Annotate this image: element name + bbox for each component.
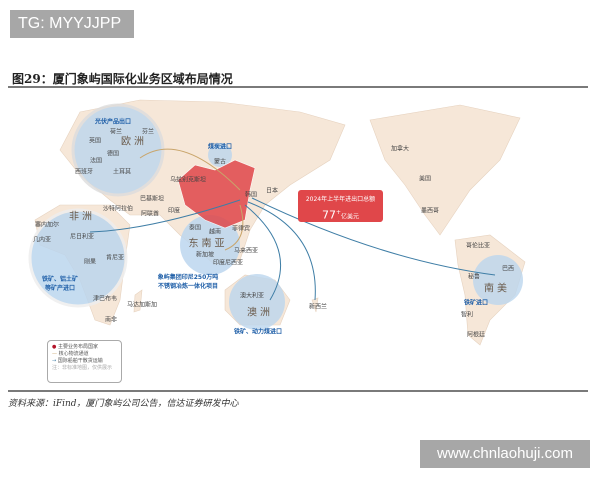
callout-africa: 铁矿、铝土矿等矿产进口 (41, 276, 78, 292)
title-rule (8, 86, 588, 88)
country-label: 乌兹别克斯坦 (169, 176, 207, 184)
region-oceania: 澳洲 (247, 307, 273, 319)
source-note: 资料来源：iFind，厦门象屿公司公告，信达证券研发中心 (8, 399, 239, 409)
country-label: 墨西哥 (420, 207, 440, 215)
logistics-arrows (89, 148, 496, 301)
line-icon: — (52, 351, 57, 357)
legend-item: 主要业务布局国家 (57, 344, 98, 350)
region-europe: 欧洲 (121, 136, 147, 148)
country-label: 刚果 (83, 258, 97, 266)
country-label: 菲律宾 (231, 225, 251, 233)
country-label: 泰国 (188, 224, 202, 232)
trade-total-box: 2024年上半年进出口总额 77+亿美元 (298, 190, 383, 222)
trade-total-sup: + (335, 209, 341, 216)
route-europe (139, 148, 241, 191)
source-rule (8, 390, 588, 392)
legend-note: 注：非标准地图，仅供展示 (52, 365, 113, 371)
region-africa: 非洲 (69, 211, 95, 223)
country-label: 新加坡 (195, 251, 215, 259)
callout-sea: 象屿集团印尼250万吨不锈钢冶炼一体化项目 (157, 274, 219, 290)
country-label: 巴基斯坦 (139, 195, 165, 203)
figure-title: 图29：厦门象屿国际化业务区域布局情况 (12, 72, 233, 86)
country-label: 荷兰 (109, 128, 123, 136)
map-legend: ● 主要业务布局国家 — 核心物流通道 → 国际船舶干散货运输 注：非标准地图，… (47, 340, 122, 383)
country-label: 芬兰 (141, 128, 155, 136)
trade-total-label: 2024年上半年进出口总额 (305, 196, 376, 203)
region-samerica: 南美 (484, 283, 510, 295)
madagascar-land (133, 289, 143, 313)
country-label: 美国 (418, 175, 432, 183)
country-label: 土耳其 (112, 168, 132, 176)
pin-icon: ● (52, 344, 57, 350)
country-label: 塞内加尔 (34, 221, 60, 229)
trade-total-value: 77 (321, 208, 336, 222)
mongolia-circle (208, 143, 232, 167)
trade-total-unit: 亿美元 (341, 213, 360, 221)
country-label: 秘鲁 (467, 273, 481, 281)
watermark: www.chnlaohuji.com (420, 440, 590, 468)
country-label: 智利 (460, 311, 474, 319)
country-label: 马来西亚 (233, 247, 259, 255)
callout-mongolia: 煤炭进口 (207, 143, 233, 151)
region-sea: 东南亚 (188, 238, 228, 250)
country-label: 南非 (104, 316, 118, 324)
country-label: 几内亚 (32, 236, 52, 244)
world-map (28, 99, 526, 346)
route-nz (247, 201, 316, 301)
country-label: 日本 (265, 187, 279, 195)
country-label: 肯尼亚 (105, 254, 125, 262)
africa-circle (28, 208, 128, 308)
country-label: 蒙古 (213, 158, 227, 166)
north-america-land (369, 104, 521, 236)
country-label: 德国 (106, 150, 120, 158)
country-label: 印度 (167, 207, 181, 215)
country-label: 澳大利亚 (239, 292, 265, 300)
callout-europe: 光伏产品出口 (94, 118, 132, 126)
country-label: 新西兰 (308, 303, 328, 311)
route-oceania (244, 204, 282, 301)
country-label: 津巴布韦 (92, 295, 118, 303)
route-sea (224, 204, 244, 251)
callout-samerica: 铁矿进口 (463, 299, 489, 307)
legend-item: 核心物流通道 (58, 351, 89, 357)
legend-item: 国际船舶干散货运输 (57, 358, 103, 364)
country-label: 马达加斯加 (126, 301, 158, 309)
arrow-icon: → (52, 358, 57, 364)
route-samerica (251, 197, 496, 276)
country-label: 印度尼西亚 (212, 259, 244, 267)
china-shape (177, 159, 256, 229)
callout-oceania: 铁矿、动力煤进口 (233, 328, 283, 336)
country-label: 沙特阿拉伯 (102, 205, 134, 213)
oceania-circle (229, 274, 285, 330)
europe-circle (71, 103, 165, 197)
tag-label: TG: MYYJJPP (10, 10, 134, 38)
country-label: 巴西 (501, 265, 515, 273)
country-label: 法国 (89, 157, 103, 165)
country-label: 尼日利亚 (69, 233, 95, 241)
country-label: 阿根廷 (466, 331, 486, 339)
country-label: 阿联酋 (140, 210, 160, 218)
samerica-circle (473, 255, 523, 305)
country-label: 英国 (88, 137, 102, 145)
country-label: 加拿大 (390, 145, 410, 153)
country-label: 西班牙 (74, 168, 94, 176)
route-africa (89, 199, 241, 233)
sea-circle (180, 215, 240, 275)
country-label: 越南 (208, 228, 222, 236)
country-label: 韩国 (244, 191, 258, 199)
country-label: 哥伦比亚 (465, 242, 491, 250)
